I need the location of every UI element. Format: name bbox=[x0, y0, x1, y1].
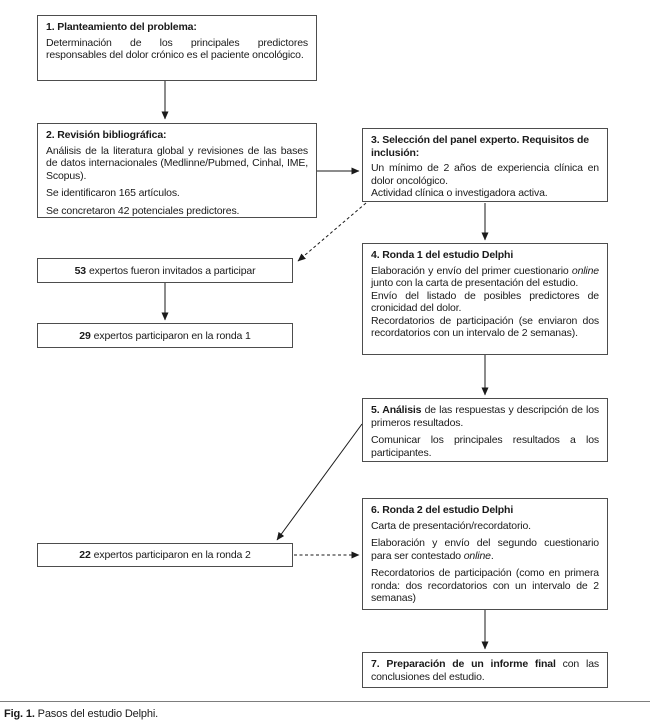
step1-paragraph: Determinación de los principales predict… bbox=[46, 36, 308, 62]
step4-box: 4. Ronda 1 del estudio Delphi Elaboració… bbox=[362, 243, 608, 355]
step4-paragraph-2: Envío del listado de posibles predictore… bbox=[371, 289, 599, 315]
step4-paragraph-1: Elaboración y envío del primer cuestiona… bbox=[371, 264, 599, 290]
step2-paragraph-3: Se concretaron 42 potenciales predictore… bbox=[46, 204, 240, 217]
step1-title: 1. Planteamiento del problema: bbox=[46, 21, 197, 33]
step1-box: 1. Planteamiento del problema: Determina… bbox=[37, 15, 317, 81]
caption-label: Fig. 1. bbox=[4, 708, 35, 720]
figure-caption: Fig. 1. Pasos del estudio Delphi. bbox=[0, 701, 650, 720]
step3-paragraph-2: Actividad clínica o investigadora activa… bbox=[371, 187, 548, 199]
round1-participants-text: expertos participaron en la ronda 1 bbox=[93, 329, 251, 342]
step2-paragraph-2: Se identificaron 165 artículos. bbox=[46, 187, 180, 199]
round2-participants-count: 22 bbox=[79, 549, 91, 561]
step6-box: 6. Ronda 2 del estudio Delphi Carta de p… bbox=[362, 498, 608, 610]
caption-text: Pasos del estudio Delphi. bbox=[34, 708, 159, 720]
step3-box: 3. Selección del panel experto. Requisit… bbox=[362, 128, 608, 202]
step3-title: 3. Selección del panel experto. Requisit… bbox=[371, 134, 589, 159]
step4-title: 4. Ronda 1 del estudio Delphi bbox=[371, 249, 514, 261]
step2-title: 2. Revisión bibliográfica: bbox=[46, 129, 167, 141]
round1-participants-count: 29 bbox=[79, 329, 91, 342]
step5-paragraph-2: Comunicar los principales resultados a l… bbox=[371, 434, 599, 459]
online-italic: online bbox=[571, 264, 599, 277]
online-italic: online bbox=[463, 549, 491, 562]
step4-paragraph-3: Recordatorios de participación (se envia… bbox=[371, 314, 599, 340]
step5-box: 5. Análisis de las respuestas y descripc… bbox=[362, 398, 608, 462]
step2-box: 2. Revisión bibliográfica: Análisis de l… bbox=[37, 123, 317, 218]
step7-paragraph: 7. Preparación de un informe final con l… bbox=[371, 658, 599, 683]
round2-participants-text: expertos participaron en la ronda 2 bbox=[93, 549, 251, 561]
step7-box: 7. Preparación de un informe final con l… bbox=[362, 652, 608, 688]
step5-paragraph-1: 5. Análisis de las respuestas y descripc… bbox=[371, 404, 599, 429]
step6-paragraph-2: Elaboración y envío del segundo cuestion… bbox=[371, 537, 599, 562]
step3-paragraph-1: Un mínimo de 2 años de experiencia clíni… bbox=[371, 162, 599, 187]
step6-paragraph-1: Carta de presentación/recordatorio. bbox=[371, 519, 531, 532]
invited-experts-count: 53 bbox=[74, 264, 87, 277]
invited-experts-text: expertos fueron invitados a participar bbox=[88, 264, 256, 277]
arrow-step5-to-round2 bbox=[276, 423, 363, 541]
step6-title: 6. Ronda 2 del estudio Delphi bbox=[371, 504, 514, 516]
step6-paragraph-3: Recordatorios de participación (como en … bbox=[371, 567, 599, 604]
step2-paragraph-1: Análisis de la literatura global y revis… bbox=[46, 144, 308, 182]
